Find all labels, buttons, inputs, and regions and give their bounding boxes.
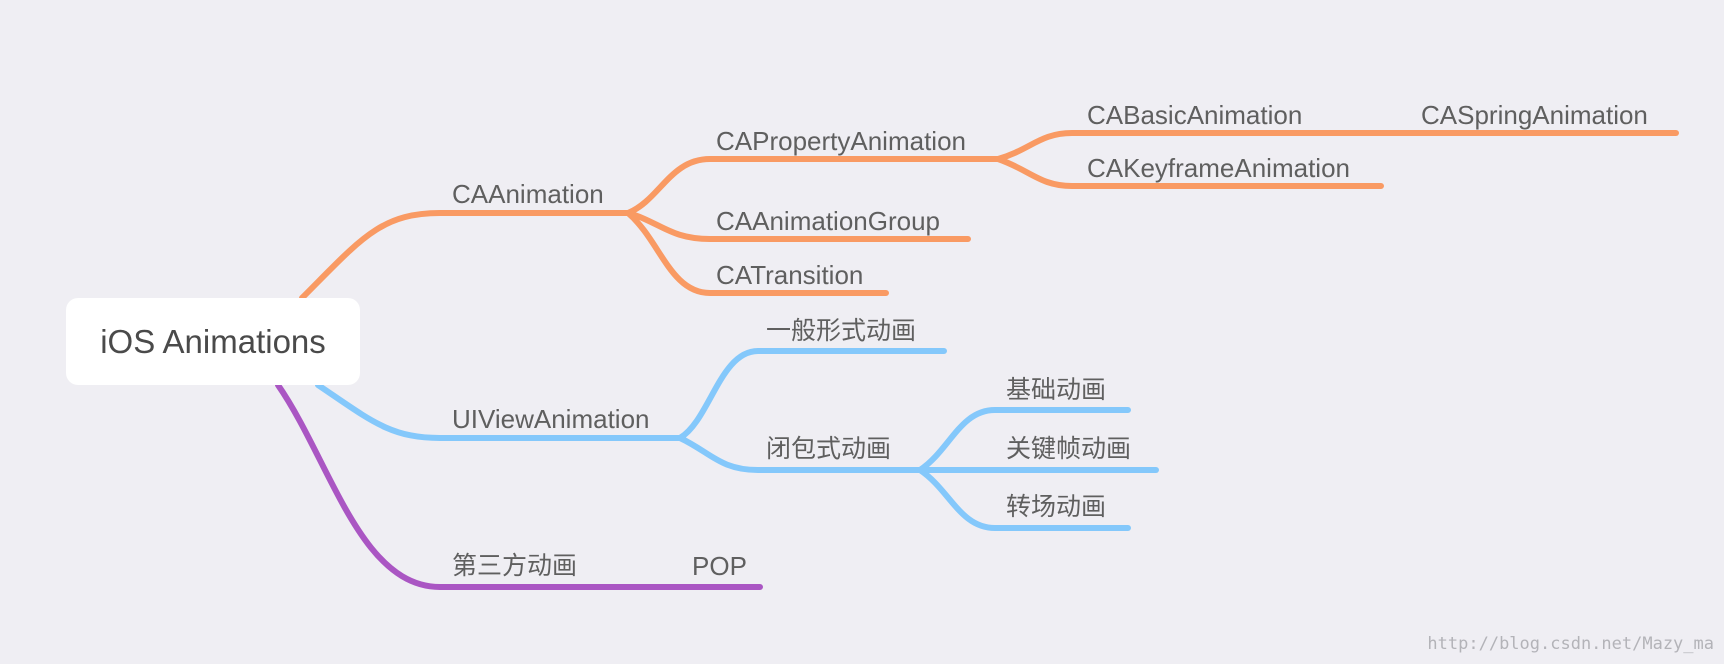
branch-capropertyanimation-cabasicanimation xyxy=(995,130,1333,162)
node-basic-anim[interactable]: 基础动画 xyxy=(1006,375,1107,404)
node-general-form[interactable]: 一般形式动画 xyxy=(766,316,917,345)
node-keyframe-anim[interactable]: 关键帧动画 xyxy=(1006,434,1132,463)
branch-root-caanimation xyxy=(299,210,631,301)
branch-caanimation-catransition xyxy=(625,210,889,296)
node-uiviewanimation[interactable]: UIViewAnimation xyxy=(452,404,650,434)
branch-caanimation-caanimationgroup xyxy=(625,210,971,242)
branch-caanimation-capropertyanimation xyxy=(625,156,1001,216)
branch-closure-basic-anim xyxy=(917,407,1131,473)
node-cabasicanimation[interactable]: CABasicAnimation xyxy=(1087,100,1303,130)
node-third-party[interactable]: 第三方动画 xyxy=(452,551,578,580)
node-caanimationgroup[interactable]: CAAnimationGroup xyxy=(716,206,940,236)
branch-uiviewanimation-closure-form xyxy=(677,435,923,473)
node-caspringanimation[interactable]: CASpringAnimation xyxy=(1421,100,1648,130)
node-pop[interactable]: POP xyxy=(692,551,747,581)
node-cakeyframeanimation[interactable]: CAKeyframeAnimation xyxy=(1087,153,1350,183)
branch-root-third-party xyxy=(275,382,763,590)
node-capropertyanimation[interactable]: CAPropertyAnimation xyxy=(716,126,966,156)
branch-closure-transition-anim xyxy=(917,467,1131,531)
branch-uiviewanimation-general-form xyxy=(677,348,947,441)
node-closure-form[interactable]: 闭包式动画 xyxy=(766,434,892,463)
watermark: http://blog.csdn.net/Mazy_ma xyxy=(1427,634,1714,654)
branch-root-uiviewanimation xyxy=(315,382,683,441)
branch-capropertyanimation-cakeyframeanimation xyxy=(995,156,1384,189)
node-transition-anim[interactable]: 转场动画 xyxy=(1006,492,1107,521)
node-caanimation[interactable]: CAAnimation xyxy=(452,179,604,209)
root-node-label: iOS Animations xyxy=(100,322,326,360)
root-node[interactable]: iOS Animations xyxy=(66,298,360,385)
node-catransition[interactable]: CATransition xyxy=(716,260,864,290)
